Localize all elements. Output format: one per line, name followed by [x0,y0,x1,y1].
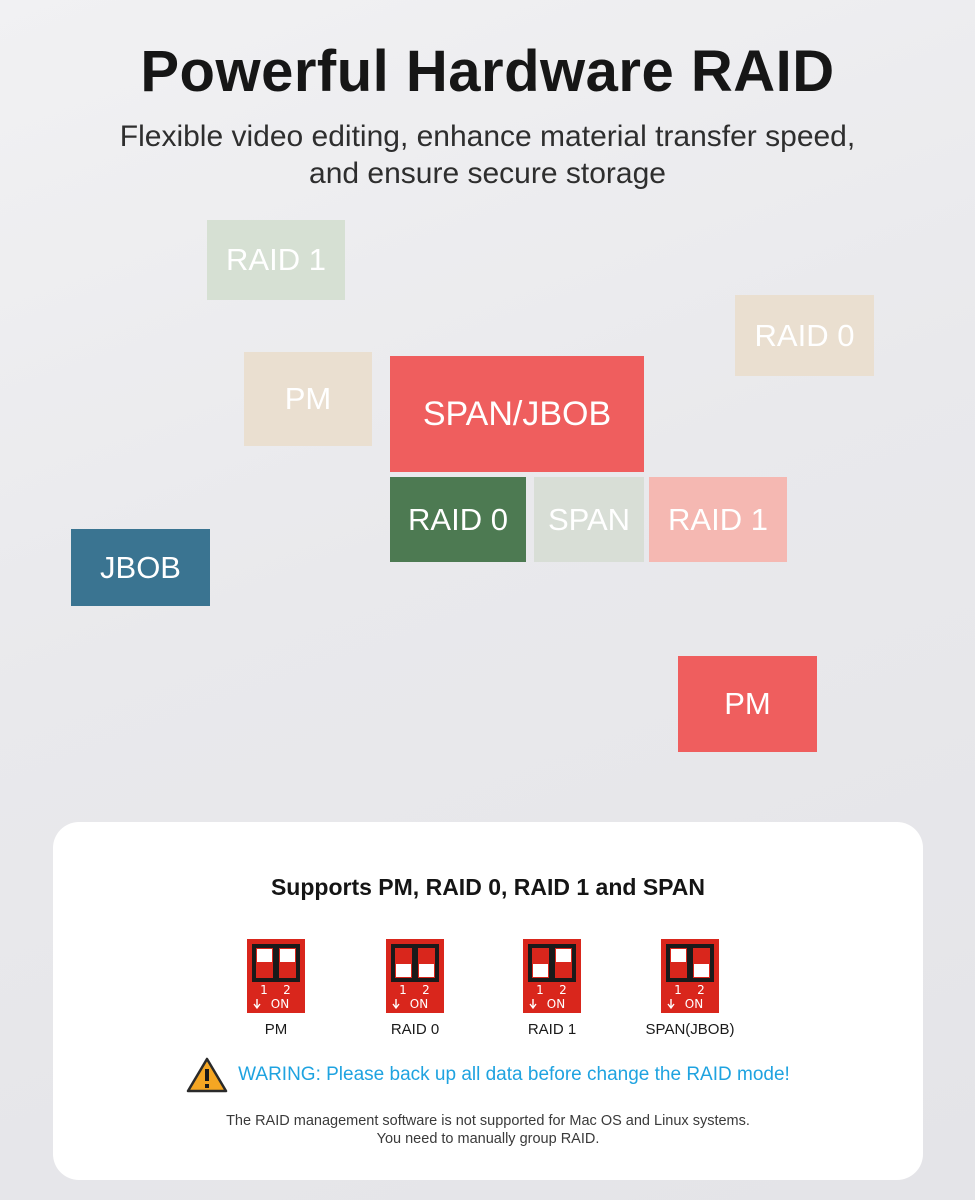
tile-label: RAID 1 [668,501,768,537]
subtitle-line-2: and ensure secure storage [309,157,666,190]
dip-switch-span-icon: 1 2 ON [661,939,719,1013]
tile-label: PM [284,381,332,416]
page-title: Powerful Hardware RAID [140,39,835,104]
page-subtitle: Flexible video editing, enhance material… [0,118,975,192]
tile-raid1-faded: RAID 1 [207,220,345,300]
switch-label-raid0: RAID 0 [390,1021,440,1038]
tile-span-jbob: SPAN/JBOB [390,356,644,472]
svg-text:2: 2 [283,983,291,997]
svg-text:1: 1 [260,983,268,997]
tile-span: SPAN [534,477,644,562]
warning-banner: WARING: Please back up all data before c… [153,1056,823,1094]
tile-raid0: RAID 0 [390,477,526,562]
subtitle-line-1: Flexible video editing, enhance material… [119,120,856,153]
switch-label-raid1: RAID 1 [527,1021,577,1038]
compatibility-note: The RAID management software is not supp… [53,1112,923,1148]
svg-text:1: 1 [674,983,682,997]
svg-text:1: 1 [399,983,407,997]
note-line-1: The RAID management software is not supp… [226,1113,750,1129]
warning-text: WARING: Please back up all data before c… [238,1064,790,1085]
svg-text:2: 2 [422,983,430,997]
raid-modes-card: Supports PM, RAID 0, RAID 1 and SPAN 1 2… [53,822,923,1180]
switch-label-span: SPAN(JBOB) [645,1021,735,1038]
dip-switch-pm-icon: 1 2 ON [247,939,305,1013]
tile-raid1: RAID 1 [649,477,787,562]
note-line-2: You need to manually group RAID. [376,1131,600,1147]
svg-text:2: 2 [697,983,705,997]
tile-raid0-faded: RAID 0 [735,295,874,376]
svg-text:1: 1 [536,983,544,997]
tile-label: SPAN [547,501,631,537]
tile-label: JBOB [100,549,181,585]
warning-triangle-icon [186,1057,228,1093]
tile-jbob: JBOB [71,529,210,606]
switch-label-pm: PM [264,1021,288,1038]
tile-label: PM [724,686,771,721]
tile-label: RAID 0 [754,317,855,353]
tile-label: RAID 0 [408,501,508,537]
svg-text:ON: ON [271,997,289,1011]
tile-label: RAID 1 [226,242,326,277]
svg-text:ON: ON [410,997,428,1011]
tile-pm: PM [678,656,817,752]
svg-text:ON: ON [685,997,703,1011]
tile-pm-faded: PM [244,352,372,446]
svg-text:ON: ON [547,997,565,1011]
tile-label: SPAN/JBOB [422,394,612,433]
dip-switch-raid0-icon: 1 2 ON [386,939,444,1013]
card-title: Supports PM, RAID 0, RAID 1 and SPAN [270,874,706,900]
dip-switch-raid1-icon: 1 2 ON [523,939,581,1013]
svg-text:2: 2 [559,983,567,997]
